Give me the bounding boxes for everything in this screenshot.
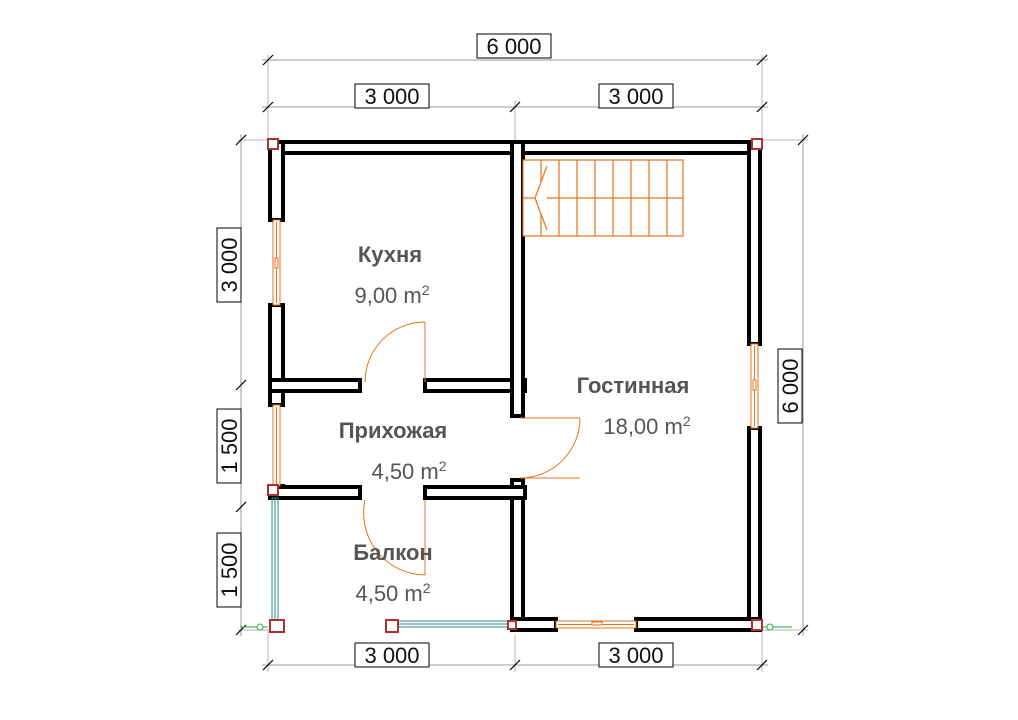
- svg-text:3 000: 3 000: [217, 237, 242, 292]
- svg-text:6 000: 6 000: [778, 358, 803, 413]
- room-kitchen: Кухня 9,00 m2: [354, 242, 429, 308]
- dim-label-left-upper: 3 000: [216, 227, 242, 303]
- dimension-lines: [235, 54, 809, 672]
- svg-text:4,50 m2: 4,50 m2: [355, 580, 430, 606]
- room-hallway: Прихожая 4,50 m2: [339, 418, 448, 484]
- dim-label-top-right: 3 000: [598, 83, 674, 109]
- svg-text:Кухня: Кухня: [358, 242, 422, 267]
- svg-text:1 500: 1 500: [217, 542, 242, 597]
- svg-text:Балкон: Балкон: [353, 540, 432, 565]
- svg-text:3 000: 3 000: [608, 643, 663, 668]
- dim-label-top-total: 6 000: [476, 33, 552, 59]
- dim-label-top-left: 3 000: [354, 83, 430, 109]
- corner-posts: [267, 138, 763, 633]
- room-balcony: Балкон 4,50 m2: [353, 540, 432, 606]
- svg-text:3 000: 3 000: [364, 84, 419, 109]
- svg-text:1 500: 1 500: [217, 418, 242, 473]
- dim-label-left-lower: 1 500: [216, 532, 242, 608]
- svg-text:3 000: 3 000: [608, 84, 663, 109]
- svg-text:Прихожая: Прихожая: [339, 418, 448, 443]
- dim-label-right-total: 6 000: [777, 348, 803, 424]
- dim-label-bottom-left: 3 000: [354, 642, 430, 668]
- svg-text:9,00 m2: 9,00 m2: [354, 282, 429, 308]
- room-living: Гостинная 18,00 m2: [577, 373, 691, 439]
- svg-text:6 000: 6 000: [486, 34, 541, 59]
- staircase: [522, 159, 684, 237]
- doors: [363, 321, 581, 576]
- svg-text:Гостинная: Гостинная: [577, 373, 690, 398]
- dim-label-left-middle: 1 500: [216, 408, 242, 484]
- svg-text:3 000: 3 000: [364, 643, 419, 668]
- svg-text:18,00 m2: 18,00 m2: [603, 413, 691, 439]
- dim-label-bottom-right: 3 000: [598, 642, 674, 668]
- svg-text:4,50 m2: 4,50 m2: [371, 458, 446, 484]
- windows: [272, 219, 759, 629]
